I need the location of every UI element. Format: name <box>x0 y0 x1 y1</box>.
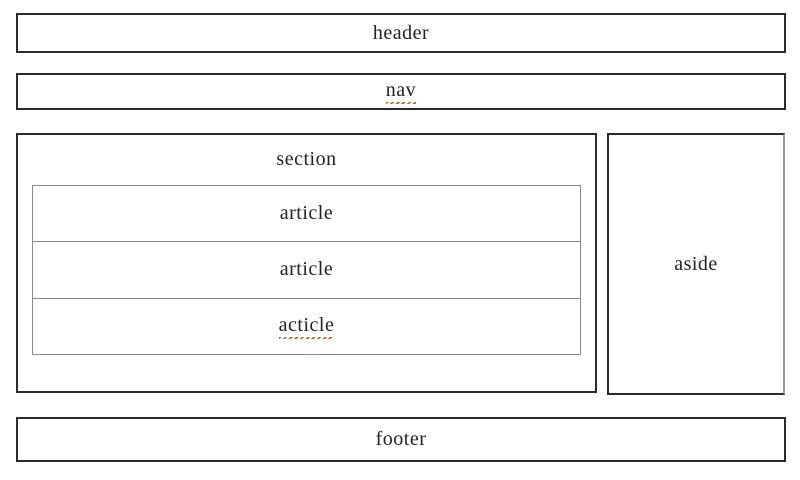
article-box-3: acticle <box>33 297 580 354</box>
header-box: header <box>16 13 786 53</box>
article-label-3: acticle <box>278 313 335 339</box>
article-label-1: article <box>279 202 334 225</box>
article-label-2: article <box>279 258 334 281</box>
article-stack: article article acticle <box>32 185 581 355</box>
header-label: header <box>372 21 430 44</box>
footer-label: footer <box>375 428 427 450</box>
article-box-2: article <box>33 241 580 297</box>
section-box: section article article acticle <box>16 133 597 393</box>
footer-box: footer <box>16 417 786 462</box>
nav-label: nav <box>385 79 417 104</box>
article-box-1: article <box>33 186 580 241</box>
aside-label: aside <box>674 252 718 275</box>
section-label: section <box>276 148 337 170</box>
aside-box: aside <box>607 133 785 395</box>
nav-box: nav <box>16 73 786 110</box>
